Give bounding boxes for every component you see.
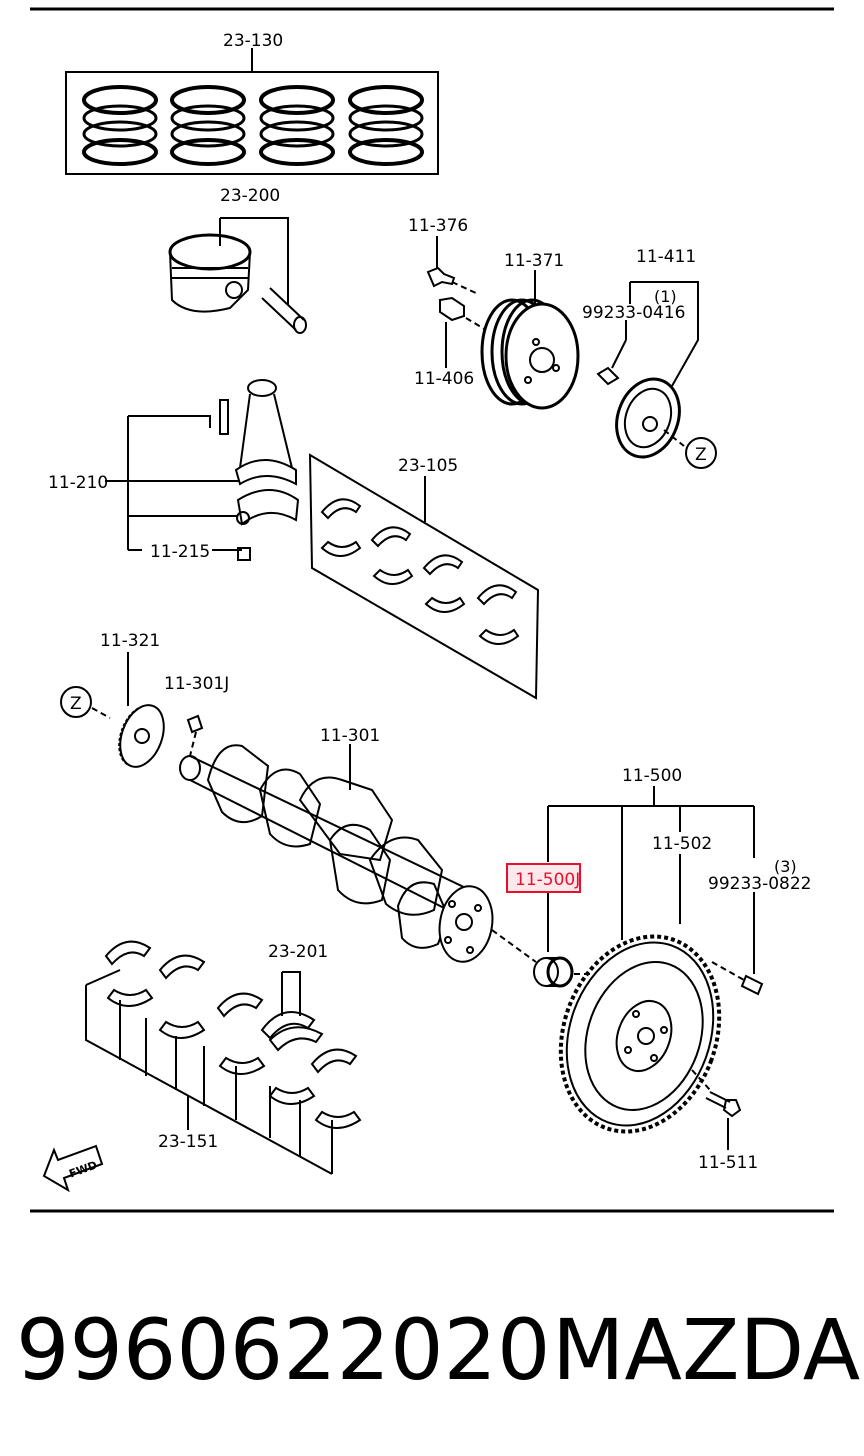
- label-11-411-qty: (1): [654, 287, 677, 306]
- label-11-321: 11-321: [100, 631, 160, 651]
- label-99233-0822: 99233-0822: [708, 874, 811, 894]
- pulley-bolts[interactable]: [426, 236, 479, 368]
- label-23-130: 23-130: [223, 31, 283, 51]
- piston-assembly[interactable]: [168, 217, 307, 334]
- label-23-151: 23-151: [158, 1132, 218, 1152]
- pilot-bearing[interactable]: [533, 956, 590, 988]
- ring-stack-1: [82, 85, 158, 166]
- piston-ring-set[interactable]: [65, 48, 439, 175]
- label-11-500: 11-500: [622, 766, 682, 786]
- label-23-200: 23-200: [220, 186, 280, 206]
- label-z-top: Z: [695, 445, 707, 465]
- fwd-arrow-icon: [42, 1144, 104, 1193]
- label-23-201: 23-201: [268, 942, 328, 962]
- crankshaft[interactable]: [179, 714, 537, 966]
- flywheel[interactable]: [534, 914, 745, 1154]
- label-11-376: 11-376: [408, 216, 468, 236]
- pulley-plate[interactable]: [596, 281, 717, 469]
- flywheel-group-leaders: [547, 786, 755, 974]
- highlight-box-11-500j[interactable]: [506, 863, 581, 893]
- ring-stack-2: [170, 85, 246, 166]
- fwd-label: FWD: [67, 1159, 98, 1181]
- ring-stack-4: [348, 85, 424, 166]
- rod-bearing-set[interactable]: [308, 453, 540, 700]
- label-99233-0822-qty: (3): [774, 857, 797, 876]
- part-number: 9960622020: [16, 1301, 551, 1399]
- label-11-210: 11-210: [48, 473, 108, 493]
- label-23-105: 23-105: [398, 456, 458, 476]
- label-11-500j: 11-500J: [515, 870, 580, 890]
- connecting-rod[interactable]: [105, 379, 300, 561]
- label-11-502: 11-502: [652, 834, 712, 854]
- label-99233-0416: 99233-0416: [582, 303, 685, 323]
- main-bearing-set[interactable]: [85, 940, 362, 1175]
- ring-stack-3: [259, 85, 335, 166]
- label-11-406: 11-406: [414, 369, 474, 389]
- label-11-411: 11-411: [636, 247, 696, 267]
- label-11-301j: 11-301J: [164, 674, 229, 694]
- crank-timing-gear[interactable]: [60, 652, 172, 773]
- flywheel-dowel[interactable]: [711, 961, 764, 996]
- brand-name: MAZDA: [552, 1301, 861, 1399]
- label-11-215: 11-215: [150, 542, 210, 562]
- label-z-bottom: Z: [70, 694, 82, 714]
- flywheel-bolt[interactable]: [705, 1091, 742, 1150]
- label-11-371: 11-371: [504, 251, 564, 271]
- label-11-301: 11-301: [320, 726, 380, 746]
- crankshaft-pulley[interactable]: [465, 270, 580, 410]
- label-11-511: 11-511: [698, 1153, 758, 1173]
